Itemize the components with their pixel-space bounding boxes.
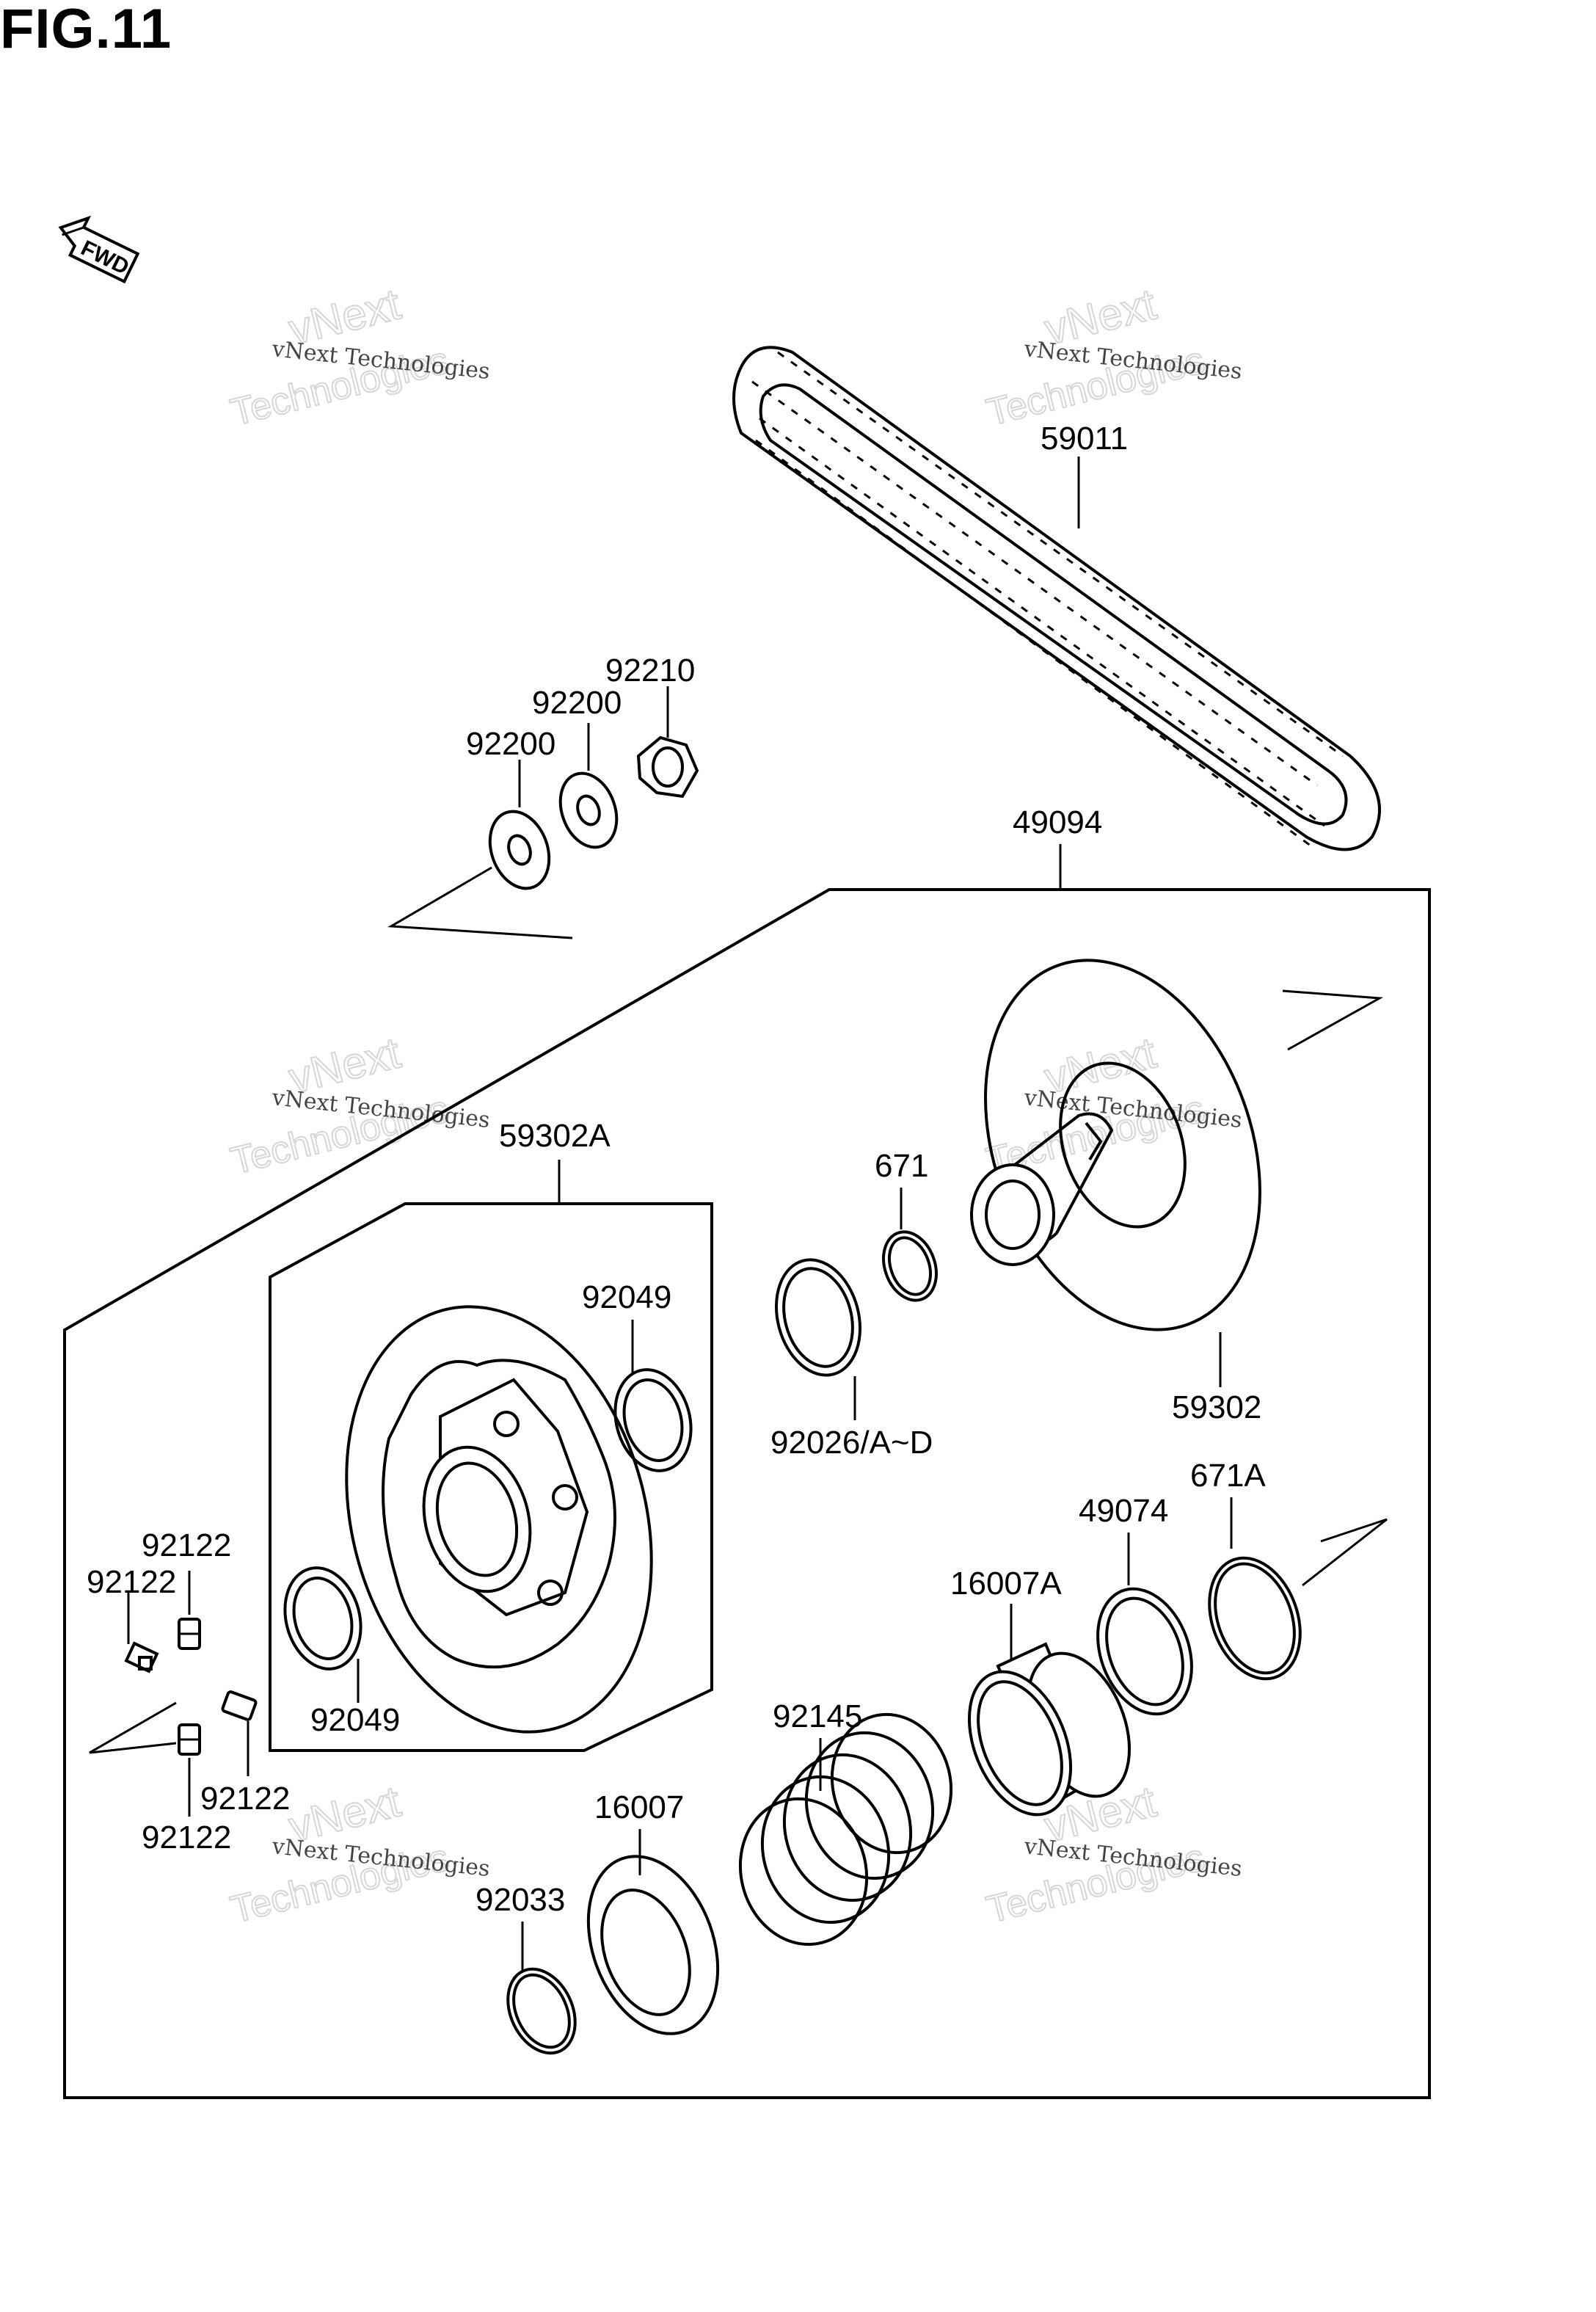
- oring-671A[interactable]: [1193, 1545, 1316, 1691]
- label-92200-b: 92200: [532, 685, 622, 721]
- label-92033: 92033: [475, 1882, 565, 1918]
- bushing-16007A[interactable]: [950, 1638, 1148, 1830]
- label-92145: 92145: [773, 1698, 862, 1734]
- nipple-92122-c[interactable]: [221, 1690, 258, 1721]
- washer-92200-b[interactable]: [550, 766, 626, 855]
- drive-belt-59011[interactable]: [732, 346, 1381, 851]
- assembly-49094-outline: [63, 888, 1431, 2099]
- label-16007A: 16007A: [950, 1566, 1062, 1602]
- assembly-59302A-outline: [269, 1202, 713, 1752]
- label-49094: 49094: [1013, 804, 1102, 840]
- seal-92049-b[interactable]: [274, 1559, 372, 1677]
- label-92026: 92026/A~D: [770, 1425, 933, 1461]
- label-59011: 59011: [1041, 421, 1128, 457]
- nipple-92122-d[interactable]: [178, 1723, 201, 1756]
- label-671A: 671A: [1190, 1458, 1266, 1494]
- shim-92026[interactable]: [764, 1250, 872, 1384]
- circlip-92033[interactable]: [495, 1958, 589, 2064]
- watermark-1: vNext Technologies vNext Technologies: [226, 278, 491, 435]
- washer-92200-a[interactable]: [480, 803, 559, 896]
- label-59302: 59302: [1172, 1389, 1261, 1425]
- label-92122-a: 92122: [142, 1527, 231, 1563]
- label-671: 671: [875, 1148, 928, 1184]
- label-59302A: 59302A: [499, 1118, 611, 1154]
- spring-92145[interactable]: [724, 1701, 966, 1959]
- ring-49074[interactable]: [1082, 1576, 1209, 1727]
- label-92200-a: 92200: [466, 726, 555, 762]
- label-92210: 92210: [605, 652, 695, 688]
- label-92049-b: 92049: [310, 1702, 400, 1738]
- figure-title: FIG.11: [0, 0, 172, 60]
- bushing-16007[interactable]: [565, 1838, 741, 2051]
- label-92122-d: 92122: [142, 1820, 231, 1855]
- seal-92049-a[interactable]: [605, 1361, 702, 1479]
- label-16007: 16007: [594, 1789, 684, 1825]
- watermark-2: vNext Technologies vNext Technologies: [982, 278, 1243, 435]
- label-92049-a: 92049: [582, 1279, 671, 1315]
- label-92122-c: 92122: [200, 1781, 290, 1817]
- fwd-arrow-icon: FWD: [58, 215, 140, 284]
- nipple-92122-a[interactable]: [124, 1641, 159, 1673]
- label-49074: 49074: [1079, 1493, 1168, 1529]
- label-92122-b: 92122: [87, 1564, 176, 1600]
- oring-671[interactable]: [875, 1224, 946, 1307]
- movable-sheave[interactable]: [301, 1272, 696, 1766]
- nut-92210[interactable]: [636, 735, 699, 799]
- nipple-92122-b[interactable]: [178, 1618, 201, 1650]
- sheave-59302[interactable]: [937, 922, 1309, 1368]
